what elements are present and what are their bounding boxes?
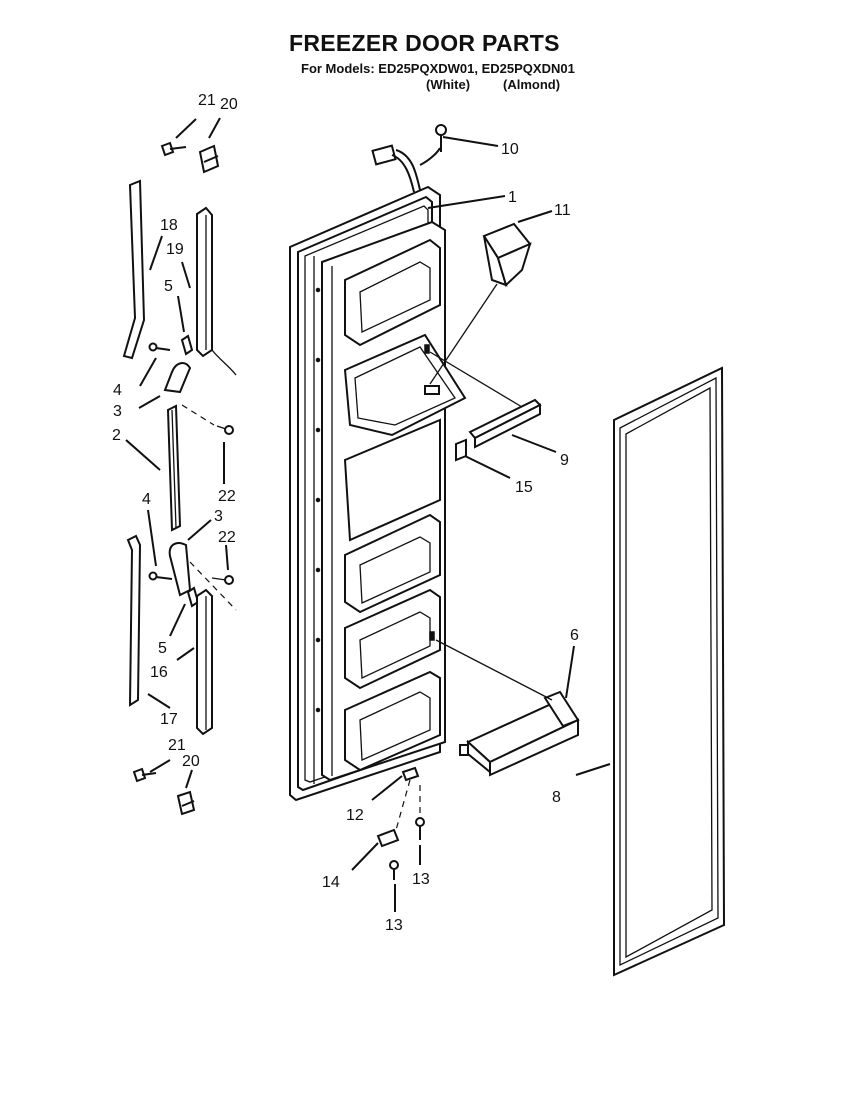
callout-17: 17 (160, 711, 178, 728)
callout-labels: 1 10 11 9 15 6 8 12 14 13 13 21 20 18 19… (112, 92, 579, 934)
diagram-header: FREEZER DOOR PARTS For Models: ED25PQXDW… (0, 30, 864, 100)
screw-part-22-top (216, 425, 234, 435)
screw-part-21-bottom (132, 767, 157, 783)
callout-1: 1 (508, 189, 517, 206)
bracket-part-3-top (163, 362, 192, 394)
hinge-part-20-top (198, 144, 220, 174)
handle-strip-part-18 (122, 179, 146, 360)
screw-part-13-lower (389, 860, 399, 880)
color-label-almond: (Almond) (503, 77, 561, 92)
freezer-door-part (289, 185, 467, 802)
handle-bar-part-16 (196, 588, 213, 736)
callout-11: 11 (554, 202, 571, 219)
clip-part-15 (455, 438, 467, 462)
screw-part-4-bottom (148, 571, 173, 581)
callout-12: 12 (346, 807, 364, 824)
hinge-part-20-bottom (176, 790, 196, 816)
leader-lines (125, 117, 611, 912)
callout-20-bottom: 20 (182, 753, 200, 770)
callout-10: 10 (501, 141, 519, 158)
wire-harness (371, 144, 441, 193)
bracket-part-14 (376, 828, 400, 848)
callout-4-top: 4 (113, 382, 122, 399)
screw-part-4-top (148, 342, 171, 352)
color-label-white: (White) (426, 77, 471, 92)
screw-part-21-top (160, 141, 187, 157)
callout-18: 18 (160, 217, 178, 234)
callout-16: 16 (150, 664, 168, 681)
callout-14: 14 (322, 874, 340, 891)
callout-2: 2 (112, 427, 121, 444)
callout-3-top: 3 (113, 403, 122, 420)
callout-8: 8 (552, 789, 561, 806)
callout-22-bottom: 22 (218, 529, 236, 546)
ice-chute-part-11 (482, 222, 532, 287)
callout-5-top: 5 (164, 278, 173, 295)
screw-part-22-bottom (211, 575, 234, 585)
models-line: For Models: ED25PQXDW01, ED25PQXDN01 (301, 61, 575, 76)
callout-21-bottom: 21 (168, 737, 186, 754)
hinge-pin-part-12 (401, 766, 420, 782)
callout-15: 15 (515, 479, 533, 496)
screw-part-13-upper (415, 817, 425, 840)
callout-19: 19 (166, 241, 184, 258)
callout-22-top: 22 (218, 488, 236, 505)
callout-13-lower: 13 (385, 917, 403, 934)
door-shelf-part-6 (459, 690, 580, 777)
handle-bar-part-19 (196, 206, 237, 376)
clip-part-5-top (180, 334, 194, 356)
callout-20-top: 20 (220, 96, 238, 113)
callout-13-upper: 13 (412, 871, 430, 888)
page-title: FREEZER DOOR PARTS (289, 30, 560, 56)
callout-5-bottom: 5 (158, 640, 167, 657)
screw-part-10 (435, 124, 447, 152)
handle-strip-part-17 (126, 534, 142, 707)
callout-21-top: 21 (198, 92, 216, 109)
handle-part-2 (166, 404, 182, 532)
trim-strip-part-9 (468, 398, 542, 449)
callout-4-bottom: 4 (142, 491, 151, 508)
bracket-part-3-bottom (168, 542, 192, 597)
callout-3-bottom: 3 (214, 508, 223, 525)
door-gasket-part-8 (613, 366, 726, 977)
callout-9: 9 (560, 452, 569, 469)
callout-6: 6 (570, 627, 579, 644)
